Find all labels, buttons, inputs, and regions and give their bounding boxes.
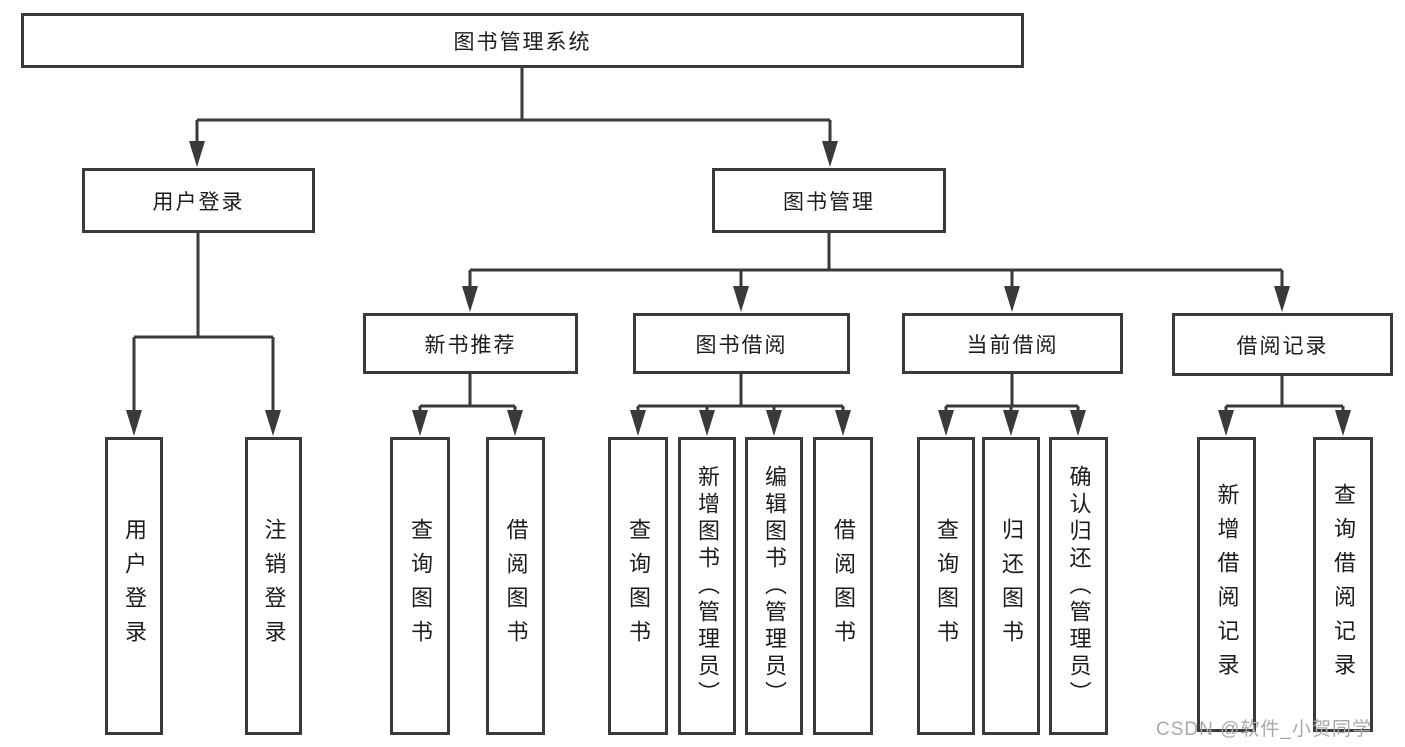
node-library-management-system: 图书管理系统 [21, 13, 1024, 68]
node-current-borrow: 当前借阅 [902, 313, 1123, 374]
leaf-query-books-current: 查询图书 [917, 437, 975, 735]
csdn-watermark: CSDN @软件_小贺同学 [1156, 719, 1372, 740]
node-book-management: 图书管理 [712, 168, 946, 233]
leaf-add-borrow-record: 新增借阅记录 [1197, 437, 1256, 732]
arrowhead-icons [126, 141, 1351, 436]
leaf-query-books-borrow: 查询图书 [608, 437, 668, 735]
node-new-book-recommend: 新书推荐 [363, 313, 578, 374]
leaf-borrow-books-recommend: 借阅图书 [486, 437, 545, 735]
leaf-edit-books-admin: 编辑图书（管理员） [745, 437, 803, 735]
node-user-login: 用户登录 [82, 168, 315, 233]
leaf-query-books-recommend: 查询图书 [390, 437, 450, 735]
leaf-logout: 注销登录 [245, 437, 302, 735]
node-book-borrow: 图书借阅 [633, 313, 850, 374]
leaf-add-books-admin: 新增图书（管理员） [678, 437, 736, 735]
leaf-user-login: 用户登录 [105, 437, 163, 735]
leaf-borrow-books: 借阅图书 [813, 437, 873, 735]
leaf-confirm-return-admin: 确认归还（管理员） [1049, 437, 1108, 735]
leaf-return-books: 归还图书 [982, 437, 1040, 735]
leaf-query-borrow-record: 查询借阅记录 [1313, 437, 1373, 732]
node-borrow-records: 借阅记录 [1172, 313, 1393, 376]
